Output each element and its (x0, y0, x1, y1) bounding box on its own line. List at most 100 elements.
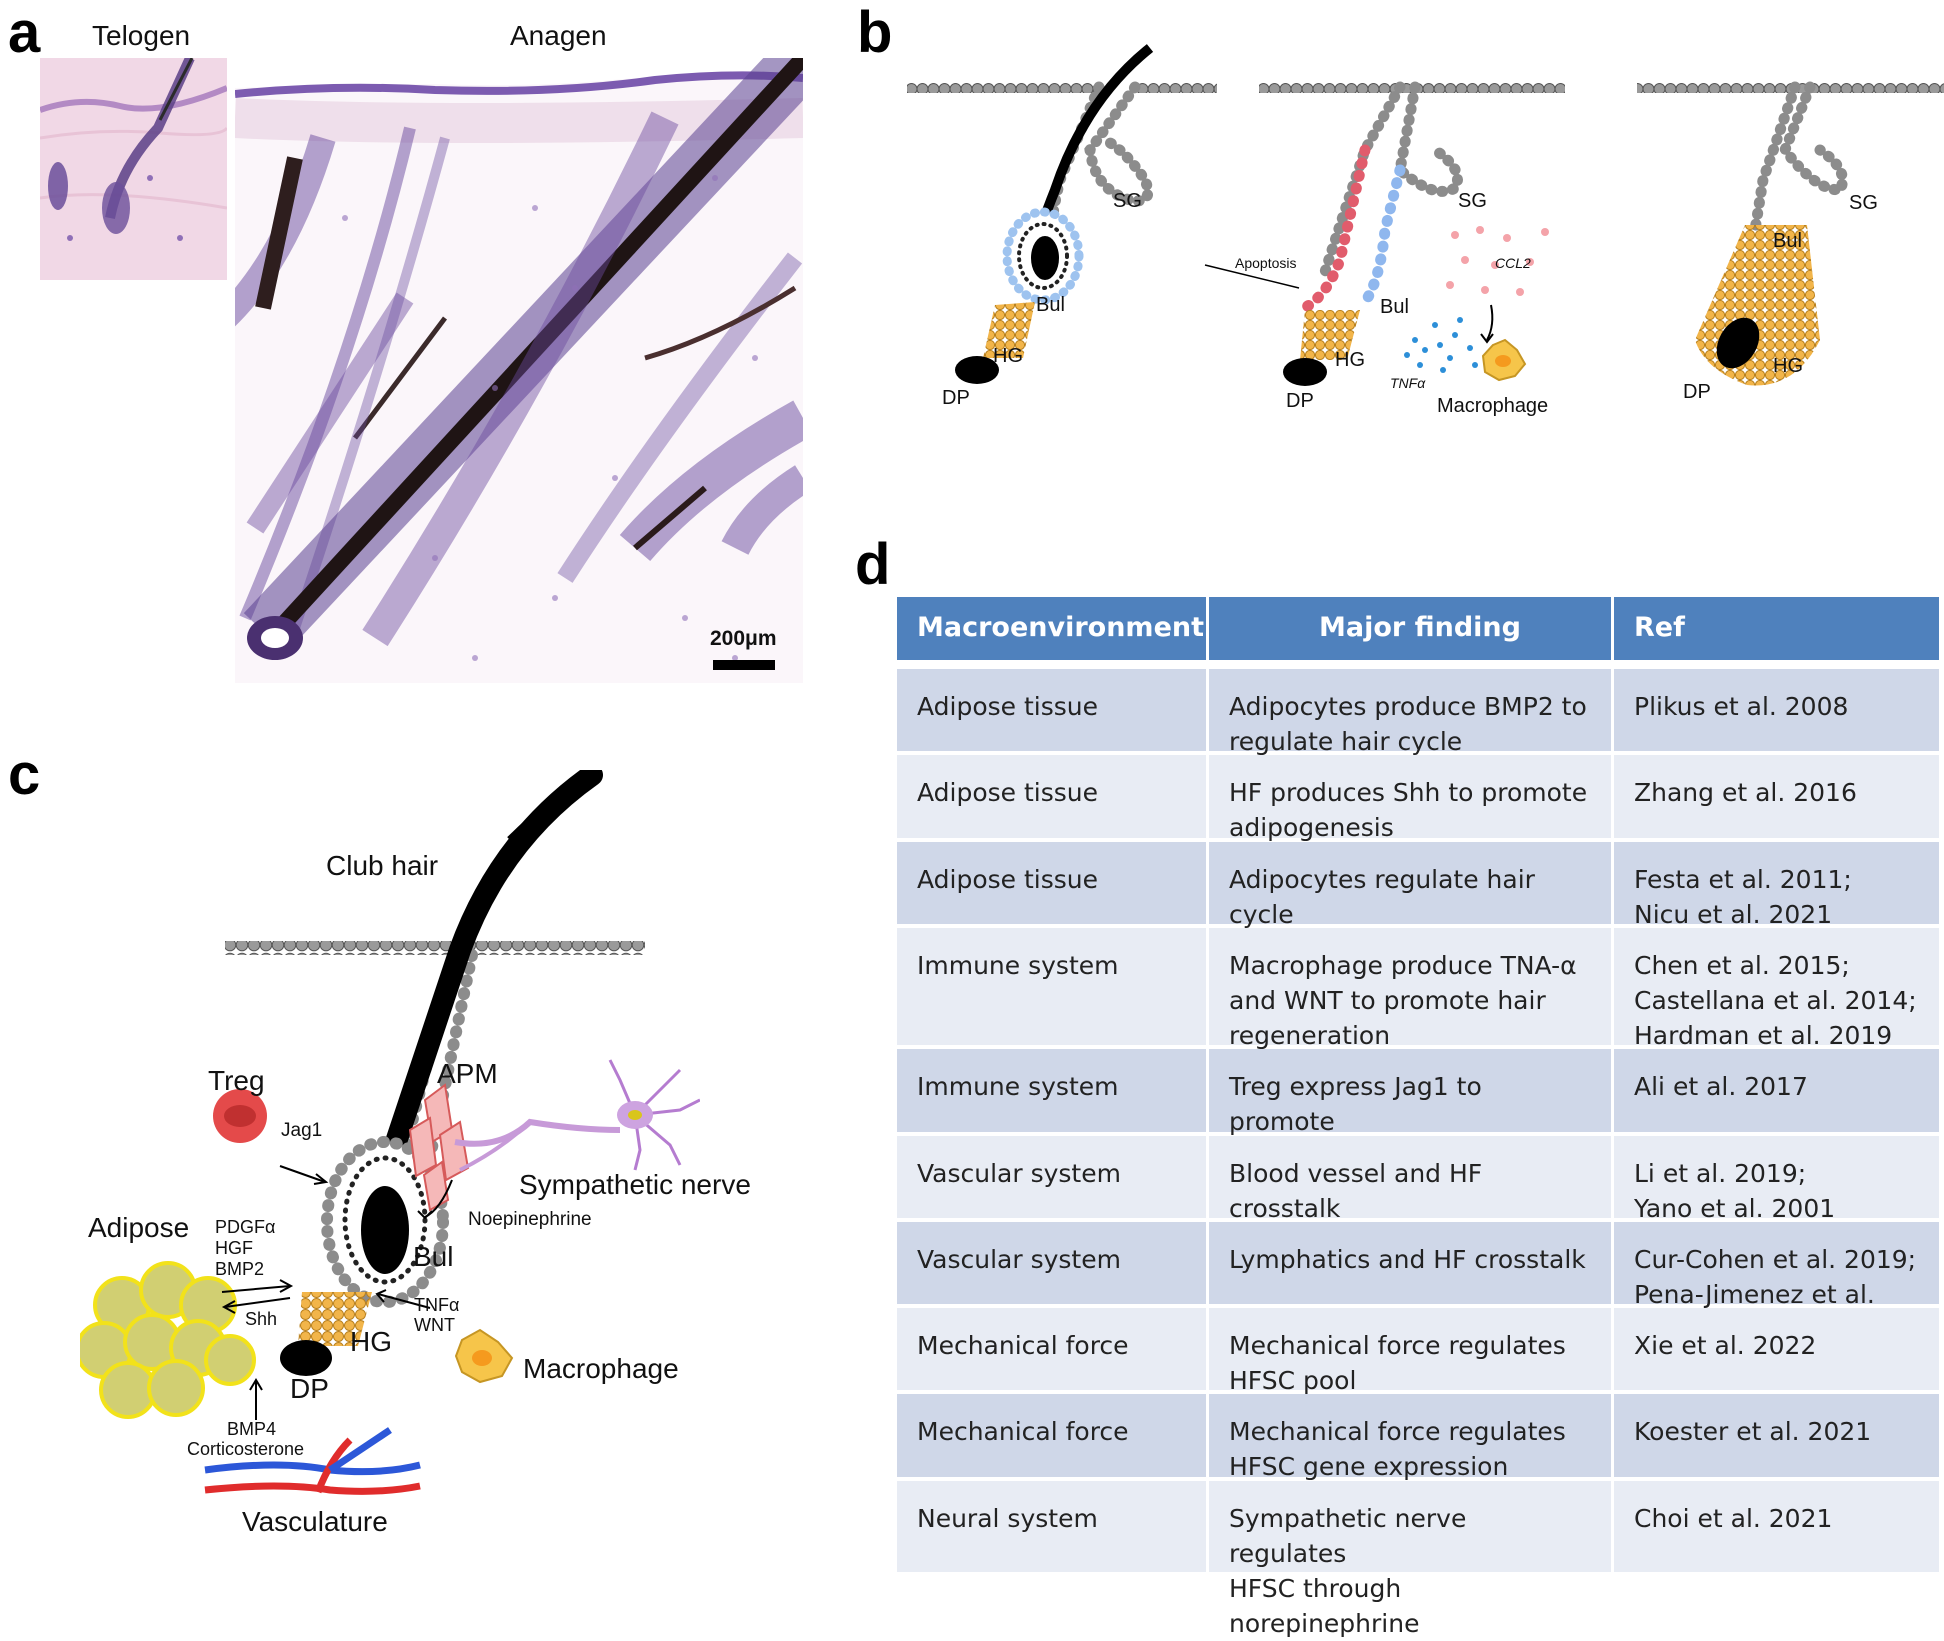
cell-macroenvironment: Immune system (897, 1049, 1209, 1132)
cell-ref-line: Li et al. 2019; (1634, 1159, 1807, 1188)
cell-ref-line: Festa et al. 2011; (1634, 865, 1852, 894)
b-mid-sg: SG (1458, 190, 1487, 212)
b-right-sg: SG (1849, 192, 1878, 214)
table-row: Immune system Treg express Jag1 to promot… (897, 1049, 1939, 1171)
follicle-right (1637, 81, 1944, 386)
table-row: Vascular system Blood vessel and HF cross… (897, 1136, 1939, 1223)
table-header-row: Macroenvironment Major finding Ref (897, 597, 1939, 660)
findings-table: Macroenvironment Major finding Ref Adipo… (897, 597, 1939, 1638)
cell-ref: Koester et al. 2021 (1614, 1394, 1939, 1477)
panel-c-diagram (80, 770, 700, 1495)
cell-major-finding-line: Treg express Jag1 to promote (1229, 1072, 1482, 1136)
cell-major-finding-line: HFSC gene expression (1229, 1452, 1509, 1481)
cell-major-finding-line: regulate hair cycle (1229, 727, 1463, 756)
header-ref: Ref (1614, 597, 1939, 660)
cell-macroenvironment: Mechanical force (897, 1394, 1209, 1477)
cell-ref-line: Choi et al. 2021 (1634, 1504, 1833, 1533)
cell-ref-line: Hardman et al. 2019 (1634, 1021, 1893, 1050)
c-sympathetic-nerve: Sympathetic nerve (519, 1169, 751, 1200)
c-noepinephrine: Noepinephrine (468, 1209, 592, 1230)
cell-ref: Choi et al. 2021 (1614, 1481, 1939, 1572)
b-right-bul: Bul (1773, 230, 1802, 252)
c-bmp4: BMP4 (227, 1419, 277, 1439)
cell-major-finding-line: and WNT to promote hair (1229, 986, 1546, 1015)
panel-d-letter: d (855, 532, 891, 597)
panel-b-diagram (907, 44, 1944, 386)
cell-ref: Ali et al. 2017 (1614, 1049, 1939, 1132)
cell-ref-line: Zhang et al. 2016 (1634, 778, 1857, 807)
c-adipose-signal-3: BMP2 (215, 1259, 265, 1279)
anagen-label: Anagen (510, 20, 607, 51)
c-bul: Bul (413, 1241, 454, 1272)
cell-ref: Zhang et al. 2016 (1614, 755, 1939, 838)
header-macroenvironment: Macroenvironment (897, 597, 1209, 660)
cell-macroenvironment: Mechanical force (897, 1308, 1209, 1390)
c-vasculature: Vasculature (242, 1506, 388, 1537)
cell-major-finding-line: Adipocytes regulate hair cycle (1229, 865, 1535, 929)
c-wnt: WNT (414, 1315, 455, 1335)
cell-major-finding-line: HFSC through norepinephrine (1229, 1574, 1420, 1638)
c-adipose-signal-2: HGF (215, 1238, 253, 1258)
cell-major-finding: HF produces Shh to promote adipogenesis (1209, 755, 1614, 842)
c-macrophage: Macrophage (523, 1353, 679, 1384)
cell-ref-line: Koester et al. 2021 (1634, 1417, 1872, 1446)
b-mid-tnfa: TNFα (1390, 375, 1426, 391)
panel-c-letter: c (8, 742, 41, 807)
b-left-sg: SG (1113, 190, 1142, 212)
c-tnfa: TNFα (414, 1295, 460, 1315)
panel-b-letter: b (857, 0, 893, 65)
cell-major-finding-line: Adipocytes produce BMP2 to (1229, 692, 1587, 721)
cell-ref-line: Plikus et al. 2008 (1634, 692, 1849, 721)
telogen-label: Telogen (92, 20, 191, 51)
cell-major-finding-line: adipogenesis (1229, 813, 1394, 842)
panel-a-letter: a (8, 0, 41, 65)
cell-ref-line: Chen et al. 2015; (1634, 951, 1850, 980)
cell-major-finding-line: HFSC pool (1229, 1366, 1357, 1395)
cell-major-finding: Adipocytes produce BMP2 to regulate hair … (1209, 669, 1614, 756)
cell-ref: Chen et al. 2015; Castellana et al. 2014;… (1614, 928, 1939, 1050)
c-hg: HG (350, 1326, 392, 1357)
c-treg: Treg (208, 1065, 265, 1096)
c-dp: DP (290, 1373, 329, 1404)
cell-ref-line: Castellana et al. 2014; (1634, 986, 1917, 1015)
cell-macroenvironment: Adipose tissue (897, 842, 1209, 924)
cell-ref: Xie et al. 2022 (1614, 1308, 1939, 1390)
follicle-middle (1204, 81, 1565, 386)
b-left-bul: Bul (1036, 294, 1065, 316)
c-club-hair: Club hair (326, 850, 439, 881)
cell-macroenvironment: Vascular system (897, 1136, 1209, 1218)
cell-major-finding: Blood vessel and HF crosstalk (1209, 1136, 1614, 1223)
c-adipose-signal-1: PDGFα (215, 1217, 276, 1237)
table-row: Adipose tissue Adipocytes regulate hair c… (897, 842, 1939, 929)
c-apm: APM (437, 1058, 498, 1089)
scale-bar-label: 200μm (710, 627, 777, 650)
cell-major-finding-line: Mechanical force regulates (1229, 1331, 1566, 1360)
b-right-dp: DP (1683, 381, 1711, 403)
cell-ref: Festa et al. 2011;Nicu et al. 2021 (1614, 842, 1939, 929)
cell-ref-line: Yano et al. 2001 (1634, 1194, 1836, 1223)
b-mid-dp: DP (1286, 390, 1314, 412)
b-left-hg: HG (993, 345, 1023, 367)
cell-major-finding: Adipocytes regulate hair cycle (1209, 842, 1614, 929)
cell-major-finding-line: HF produces Shh to promote (1229, 778, 1588, 807)
cell-macroenvironment: Immune system (897, 928, 1209, 1045)
b-mid-macrophage: Macrophage (1437, 395, 1549, 417)
cell-ref: Cur-Cohen et al. 2019;Pena-Jimenez et al… (1614, 1222, 1939, 1344)
c-adipose: Adipose (88, 1212, 190, 1243)
cell-major-finding-line: Lymphatics and HF crosstalk (1229, 1245, 1586, 1274)
cell-major-finding-line: regeneration (1229, 1021, 1391, 1050)
cell-major-finding-line: Mechanical force regulates (1229, 1417, 1566, 1446)
cell-macroenvironment: Vascular system (897, 1222, 1209, 1304)
cell-major-finding-line: Sympathetic nerve regulates (1229, 1504, 1467, 1568)
header-major-finding: Major finding (1209, 597, 1614, 660)
table-row: Vascular system Lymphatics and HF crossta… (897, 1222, 1939, 1344)
cell-macroenvironment: Adipose tissue (897, 755, 1209, 838)
cell-ref-line: Cur-Cohen et al. 2019; (1634, 1245, 1917, 1274)
cell-major-finding-line: Blood vessel and HF crosstalk (1229, 1159, 1483, 1223)
